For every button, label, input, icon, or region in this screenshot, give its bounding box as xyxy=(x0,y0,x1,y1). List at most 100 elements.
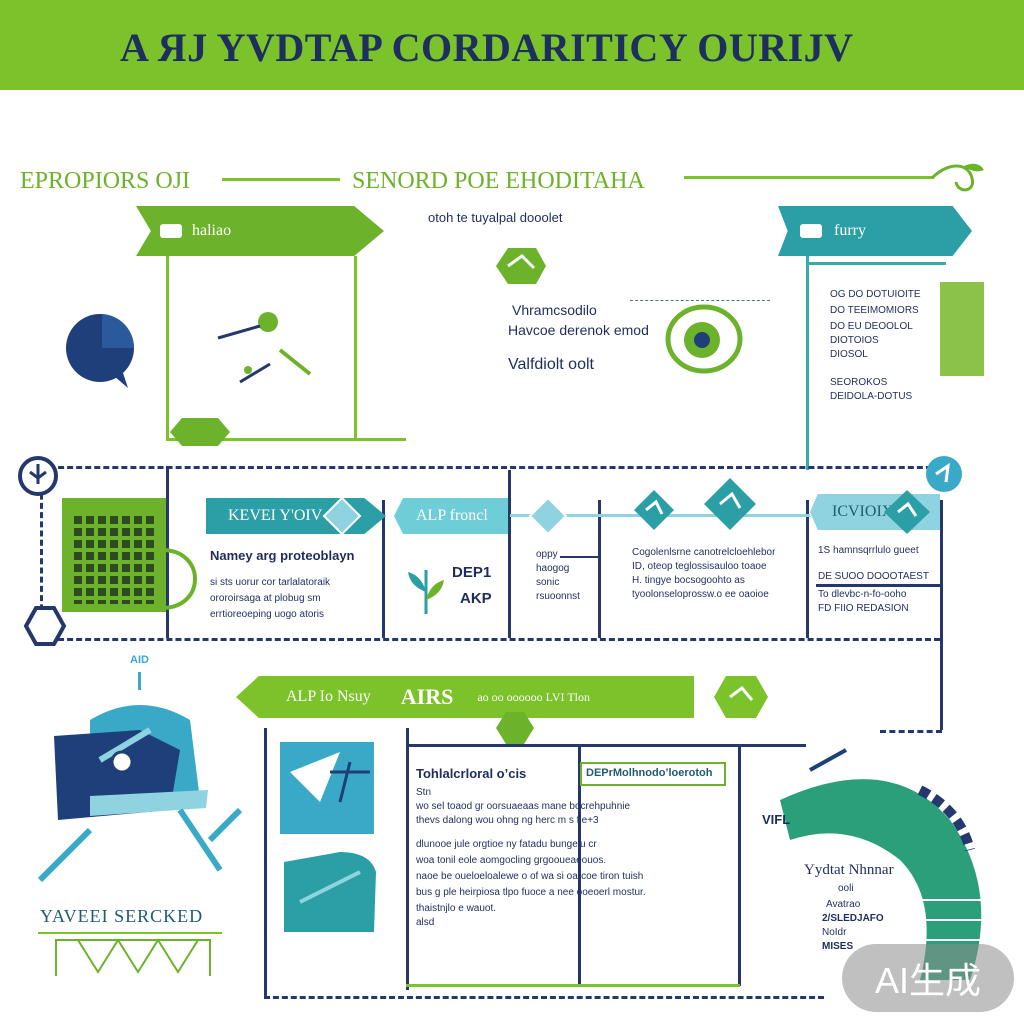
col1-line-3: errtioreoeping uogo atoris xyxy=(210,609,324,620)
right-line-1: OG DO DOTUIOITE xyxy=(830,289,921,300)
frame-line xyxy=(166,256,169,440)
leaf-diamond-icon xyxy=(884,490,930,534)
plant-icon xyxy=(408,570,444,614)
leaf-diamond-icon xyxy=(704,478,756,530)
list-heading: DEPrMolhnodo’loerotoh xyxy=(586,767,713,779)
center-line-8: bus g ple heirpiosa tlpo fuoce a nee ooe… xyxy=(416,887,646,898)
hexagon-node-icon xyxy=(23,606,67,646)
caption-underline xyxy=(38,932,222,934)
col5-line-4: FD FIIO REDASION xyxy=(818,603,909,614)
speech-bubble-icon xyxy=(66,314,135,388)
connector-dashed xyxy=(880,730,942,733)
center-line-2: Havcoe derenok emod xyxy=(508,322,649,338)
connector-line xyxy=(138,672,141,690)
tag-alp-label: ALP froncl xyxy=(416,507,488,524)
center-heading: Tohlalcrloral o’cis xyxy=(416,766,527,781)
tag-icvioixo: ICVIOIXO xyxy=(810,494,940,530)
center-line-6: woa tonil eole aomgocling grgooueaeouos. xyxy=(416,855,607,866)
frame-line-bottom xyxy=(264,996,824,999)
center-line-1: Vhramcsodilo xyxy=(512,302,597,318)
leaf-swirl-icon xyxy=(930,163,984,192)
leaf-badge-icon xyxy=(496,712,534,744)
col1-heading: Namey arg proteoblayn xyxy=(210,548,355,563)
center-line-2: wo sel toaod gr oorsuaeaas mane bocrehpu… xyxy=(416,801,631,812)
diagram-subtitle: otoh te tuyalpal dooolet xyxy=(428,210,563,225)
col3-line-2: haogog xyxy=(536,563,570,574)
col4-line-4: tyoolonseloprossw.o ee oaoioe xyxy=(632,589,769,600)
col5-line-1: 1S hamnsqrrlulo gueet xyxy=(818,545,919,556)
band-border-left xyxy=(40,466,43,638)
globe-icon xyxy=(665,304,743,374)
right-line-5: DIOSOL xyxy=(830,349,868,360)
center-line-5: dlunooe jule orgtioe ny fatadu bungelu c… xyxy=(416,839,597,850)
right-line-5: MISES xyxy=(822,941,854,952)
right-line-4: DIOTOIOS xyxy=(830,335,879,346)
frame-line xyxy=(166,438,406,441)
col4-line-3: H. tingye bocsogoohto as xyxy=(632,575,745,586)
right-line-4: NoIdr xyxy=(822,927,847,938)
leaf-node-icon xyxy=(18,456,58,496)
tag-bottom-right: ao oo oooooo LVI Tlon xyxy=(477,689,590,704)
tag-badge xyxy=(160,224,182,238)
col2-line-2: AKP xyxy=(460,590,492,607)
band-border-top xyxy=(40,466,950,469)
tag-right-label: furry xyxy=(834,222,866,239)
frame-line xyxy=(354,256,357,440)
pointer-line xyxy=(560,556,600,558)
frame-line xyxy=(806,262,946,265)
header-banner: A ЯJ YVDTAP CORDARITICY OURIJV xyxy=(0,0,1024,90)
band-border-bottom xyxy=(40,638,940,641)
right-line-2: Avatrao xyxy=(826,899,861,910)
tag-bottom-mid: AIRS xyxy=(400,684,454,709)
tag-bottom-bar: ALP Io Nsuy AIRS ao oo oooooo LVI Tlon xyxy=(236,676,694,718)
col3-line-1: oppy xyxy=(536,549,558,560)
diamond-icon xyxy=(322,496,362,536)
frame-line xyxy=(406,728,409,990)
center-line-1: Stn xyxy=(416,787,432,798)
right-heading: Yydtat Nhnnar xyxy=(804,862,894,878)
right-line-6: SEOROKOS xyxy=(830,377,888,388)
right-line-7: DEIDOLA-DOTUS xyxy=(830,391,913,402)
right-line-1: ooli xyxy=(838,883,854,894)
list-heading-box xyxy=(580,762,726,786)
column-divider xyxy=(940,500,943,730)
diamond-icon xyxy=(528,496,568,536)
tag-bottom-left: ALP Io Nsuy xyxy=(286,688,371,705)
small-label: AID xyxy=(130,654,149,666)
frame-line xyxy=(264,728,267,998)
teal-leaf-icon xyxy=(926,456,962,492)
connector-dashed xyxy=(630,300,770,301)
col4-line-1: Cogolenlsrne canotrelcloehlebor xyxy=(632,547,776,558)
thumbnail-image xyxy=(940,282,984,376)
curved-connector xyxy=(161,548,197,610)
center-line-7: naoe be oueloeloalewe o of wa si oarcoe … xyxy=(416,871,644,882)
right-small-label: VIFL xyxy=(762,812,791,827)
frame-line xyxy=(806,256,809,470)
section-title-left: EPROPIORS OJI xyxy=(20,168,191,194)
hexagon-icon xyxy=(714,676,768,718)
right-line-2: DO TEEIMOMIORS xyxy=(830,305,919,316)
center-line-9: thaistnjlo e wauot. xyxy=(416,903,497,914)
col2-line-1: DEP1 xyxy=(452,564,492,581)
connector-line xyxy=(684,176,934,179)
right-line-3: DO EU DEOOLOL xyxy=(830,321,913,332)
tag-alp: ALP froncl xyxy=(394,498,508,534)
col5-line-2: DE SUOO DOOOTAEST xyxy=(818,571,929,582)
frame-line xyxy=(578,746,581,986)
col1-line-2: ororoirsaga at plobug sm xyxy=(210,593,321,604)
hexagon-icon xyxy=(496,248,546,284)
col4-line-2: ID, oteop teglossisauloo toaoe xyxy=(632,561,767,572)
left-caption: YAVEEI SERCKED xyxy=(40,906,204,926)
col3-line-4: rsuoonnst xyxy=(536,591,580,602)
column-divider xyxy=(382,500,385,638)
column-divider xyxy=(508,470,511,638)
leaf-diamond-icon xyxy=(634,490,674,530)
tag-left-label: haliao xyxy=(192,222,232,239)
right-line-3: 2/SLEDJAFO xyxy=(822,913,884,924)
col5-line-3: To dlevbc-n-fo-ooho xyxy=(818,589,907,600)
connector-dashed xyxy=(940,640,943,730)
pattern-icon xyxy=(72,514,156,604)
frame-line xyxy=(406,744,806,747)
col1-line-1: si sts uorur cor tarlalatoraik xyxy=(210,577,331,588)
frame-line xyxy=(738,746,741,986)
